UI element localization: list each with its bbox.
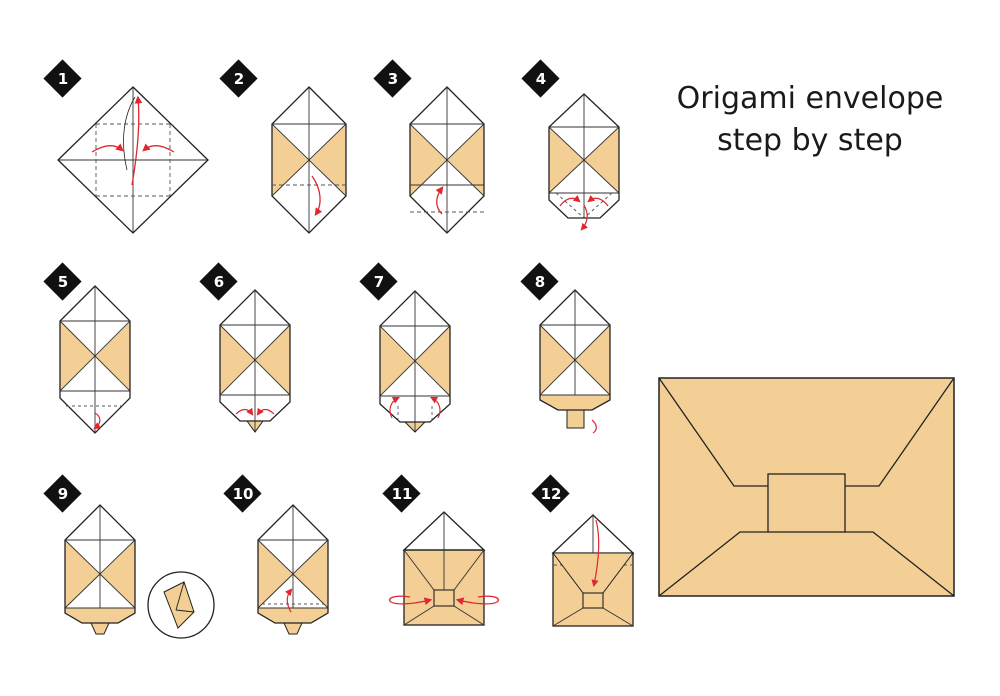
step-12-badge: 12 xyxy=(531,474,570,513)
step-2-diagram xyxy=(271,86,347,234)
final-envelope xyxy=(658,377,955,597)
page-title: Origami envelope step by step xyxy=(660,78,960,162)
step-9-diagram xyxy=(64,504,215,639)
step-11-badge: 11 xyxy=(382,474,421,513)
step-6-badge: 6 xyxy=(199,262,238,301)
step-4-badge: 4 xyxy=(521,59,560,98)
step-5-badge: 5 xyxy=(43,262,82,301)
step-8-diagram xyxy=(539,289,611,434)
step-2-badge: 2 xyxy=(219,59,258,98)
step-3-badge: 3 xyxy=(373,59,412,98)
step-10-badge: 10 xyxy=(223,474,262,513)
step-9-badge: 9 xyxy=(43,474,82,513)
step-8-badge: 8 xyxy=(520,262,559,301)
title-line-2: step by step xyxy=(717,123,903,158)
step-4-diagram xyxy=(548,93,620,231)
step-1-badge: 1 xyxy=(43,59,82,98)
step-10-diagram xyxy=(257,504,329,635)
step-12-diagram xyxy=(551,514,635,627)
step-11-diagram xyxy=(388,511,500,626)
step-1-diagram xyxy=(57,86,209,234)
step-5-diagram xyxy=(59,285,131,434)
step-6-diagram xyxy=(219,289,291,433)
step-7-badge: 7 xyxy=(359,262,398,301)
step-7-diagram xyxy=(379,290,451,433)
title-line-1: Origami envelope xyxy=(676,81,944,116)
step-3-diagram xyxy=(409,86,485,234)
